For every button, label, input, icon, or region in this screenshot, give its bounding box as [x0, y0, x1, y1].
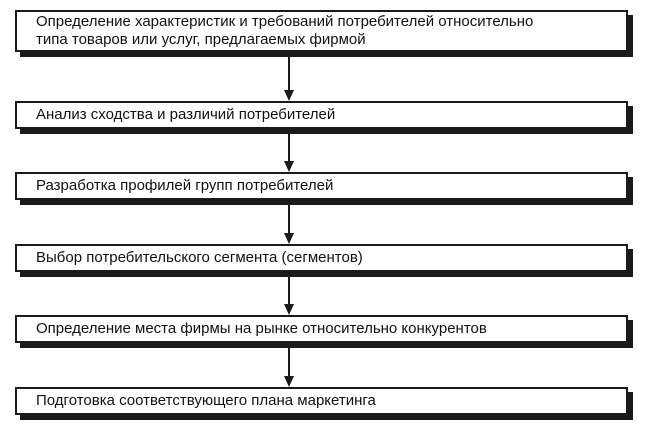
- step-label-1: Определение характеристик и требований п…: [36, 13, 534, 48]
- step-box-2: Анализ сходства и различий потребителей: [15, 101, 628, 129]
- arrow-down-4: [284, 277, 294, 315]
- step-box-1: Определение характеристик и требований п…: [15, 10, 628, 52]
- step-label-3: Разработка профилей групп потребителей: [36, 177, 334, 194]
- arrowhead-icon: [284, 161, 294, 172]
- arrowhead-icon: [284, 376, 294, 387]
- arrow-down-5: [284, 348, 294, 387]
- arrow-down-2: [284, 134, 294, 172]
- step-label-2: Анализ сходства и различий потребителей: [36, 106, 336, 123]
- step-label-4: Выбор потребительского сегмента (сегмент…: [36, 249, 363, 266]
- step-box-4: Выбор потребительского сегмента (сегмент…: [15, 244, 628, 272]
- arrowhead-icon: [284, 90, 294, 101]
- step-box-3: Разработка профилей групп потребителей: [15, 172, 628, 200]
- step-label-5: Определение места фирмы на рынке относит…: [36, 320, 487, 337]
- step-label-6: Подготовка соответствующего плана маркет…: [36, 392, 376, 409]
- arrow-down-3: [284, 205, 294, 244]
- arrowhead-icon: [284, 233, 294, 244]
- step-box-6: Подготовка соответствующего плана маркет…: [15, 387, 628, 415]
- arrowhead-icon: [284, 304, 294, 315]
- step-box-5: Определение места фирмы на рынке относит…: [15, 315, 628, 343]
- arrow-down-1: [284, 57, 294, 101]
